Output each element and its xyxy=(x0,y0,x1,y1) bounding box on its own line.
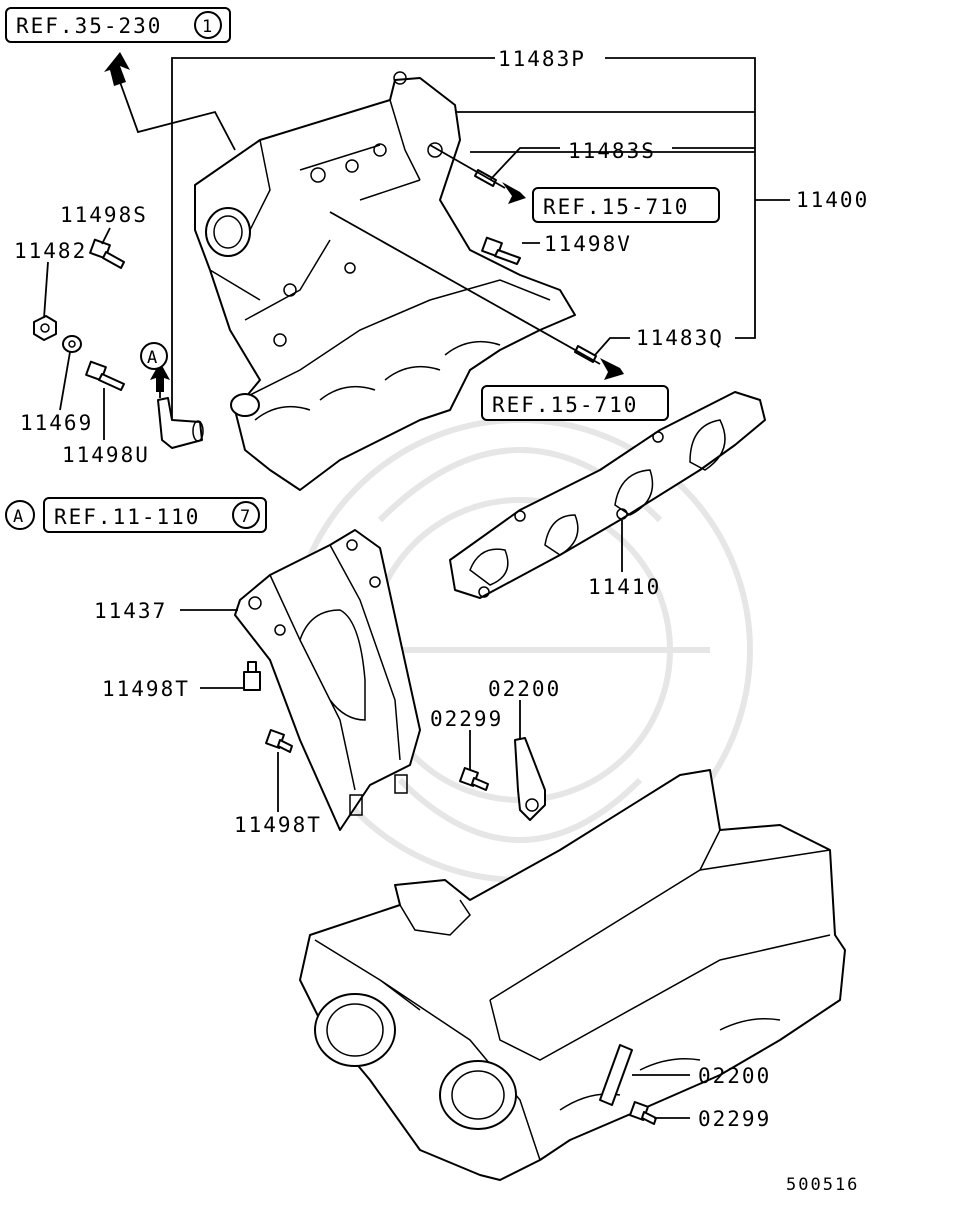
ref-box-11-110[interactable]: A REF.11-110 7 xyxy=(5,497,267,533)
label-11400: 11400 xyxy=(796,188,869,212)
leader-lines xyxy=(43,57,790,1119)
washer-11469[interactable] xyxy=(62,335,82,353)
label-11483P: 11483P xyxy=(498,47,586,71)
arrow-ref-15-710-top-icon xyxy=(429,144,526,204)
bolt-02299-upper[interactable] xyxy=(459,767,489,791)
marker-a: A xyxy=(140,342,168,370)
bolt-11498S[interactable] xyxy=(89,238,125,269)
ref-15-710-top-label: REF.15-710 xyxy=(543,195,689,219)
intake-gasket[interactable] xyxy=(449,391,766,599)
ref-11-110-marker: A xyxy=(13,507,25,527)
arrow-a-icon xyxy=(150,362,170,398)
label-02299-upper: 02299 xyxy=(430,707,503,731)
label-02200-lower: 02200 xyxy=(698,1064,771,1088)
label-11437: 11437 xyxy=(94,599,167,623)
cylinder-head-assembly[interactable] xyxy=(299,769,846,1181)
ref-15-710-mid-label: REF.15-710 xyxy=(492,393,638,417)
label-02200-upper: 02200 xyxy=(488,677,561,701)
marker-a-label: A xyxy=(147,348,159,368)
bolt-11498T-upper[interactable] xyxy=(243,661,261,691)
manifold-stay-bracket[interactable] xyxy=(234,529,421,831)
label-11483S: 11483S xyxy=(568,139,656,163)
ref-box-15-710-top[interactable]: REF.15-710 xyxy=(532,187,720,223)
ref-11-110-label: REF.11-110 xyxy=(54,505,200,529)
label-11498T-lower: 11498T xyxy=(234,813,322,837)
label-11469: 11469 xyxy=(20,411,93,435)
label-11482: 11482 xyxy=(14,239,87,263)
label-11498U: 11498U xyxy=(62,443,150,467)
arrow-ref-15-710-mid-icon xyxy=(329,211,624,380)
label-11410: 11410 xyxy=(588,575,661,599)
ref-box-15-710-mid[interactable]: REF.15-710 xyxy=(481,385,669,421)
ref-box-35-230[interactable]: REF.35-230 1 xyxy=(5,7,231,43)
ref-35-230-circle-number: 1 xyxy=(202,17,214,37)
nut-11482[interactable] xyxy=(33,315,57,341)
ref-11-110-circle-number: 7 xyxy=(240,507,252,527)
ref-35-230-label: REF.35-230 xyxy=(16,14,162,38)
label-11498V: 11498V xyxy=(544,232,632,256)
hose-elbow[interactable] xyxy=(157,397,204,449)
bolt-02299-lower[interactable] xyxy=(629,1101,657,1125)
label-11498T-upper: 11498T xyxy=(102,677,190,701)
bracket-02200-upper[interactable] xyxy=(514,737,546,821)
bolt-11498U[interactable] xyxy=(85,360,125,391)
diagram-code: 500516 xyxy=(786,1175,859,1195)
bolt-11498T-lower[interactable] xyxy=(265,729,293,753)
intake-manifold[interactable] xyxy=(194,71,576,491)
label-11483Q: 11483Q xyxy=(636,326,724,350)
label-02299-lower: 02299 xyxy=(698,1107,771,1131)
bolt-11498V[interactable] xyxy=(481,236,521,265)
arrow-ref-35-230-icon xyxy=(104,52,236,151)
label-11498S: 11498S xyxy=(60,203,148,227)
